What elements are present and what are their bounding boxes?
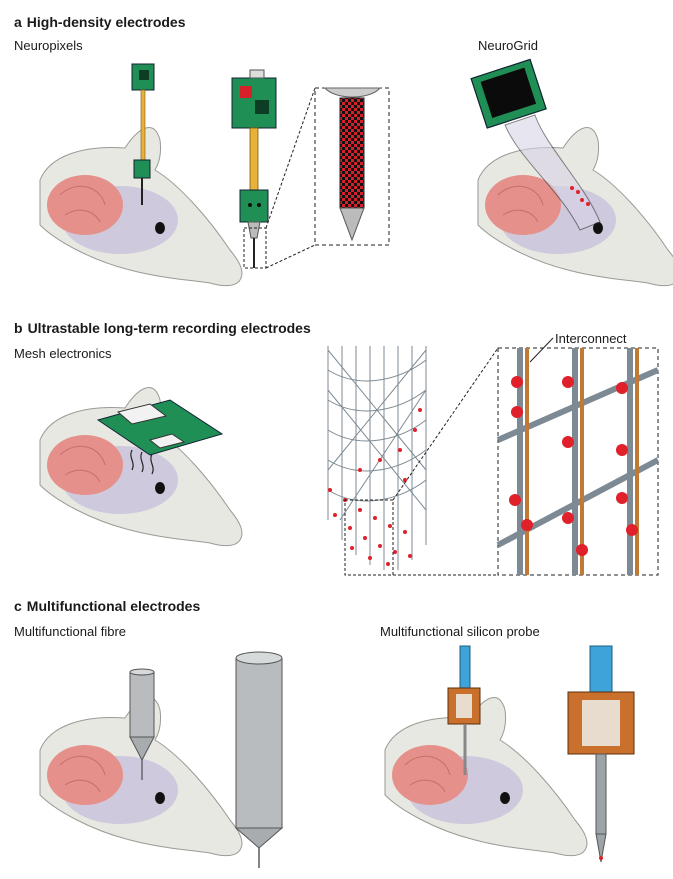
silicon-probe-mouse-head — [384, 697, 588, 857]
neuropixels-shank-inset — [265, 87, 390, 269]
silicon-probe-small — [447, 645, 481, 775]
mesh-electrode-dots — [328, 408, 422, 566]
neurogrid-device — [470, 58, 601, 231]
silicon-probe-large — [567, 645, 635, 863]
neuropixels-probe-small — [131, 63, 155, 205]
mesh-scaffold — [327, 346, 427, 570]
neuropixels-probe-large — [231, 69, 277, 269]
panel-b-title: Ultrastable long-term recording electrod… — [27, 320, 311, 336]
panel-a-letter: a — [14, 14, 22, 30]
fibre-small — [129, 668, 155, 780]
panel-a-title: High-density electrodes — [26, 14, 186, 30]
interconnect-label: Interconnect — [555, 331, 627, 346]
panel-c-letter: c — [14, 598, 22, 614]
mesh-electronics-label: Mesh electronics — [14, 346, 112, 361]
neurogrid-label: NeuroGrid — [478, 38, 538, 53]
multifunctional-fibre-label: Multifunctional fibre — [14, 624, 126, 639]
multifunctional-silicon-probe-label: Multifunctional silicon probe — [380, 624, 540, 639]
neuropixels-label: Neuropixels — [14, 38, 83, 53]
fibre-large — [234, 651, 284, 868]
panel-c-title: Multifunctional electrodes — [26, 598, 201, 614]
mesh-implant-board — [96, 399, 224, 475]
panel-b-letter: b — [14, 320, 23, 336]
mesh-inset — [344, 337, 660, 576]
